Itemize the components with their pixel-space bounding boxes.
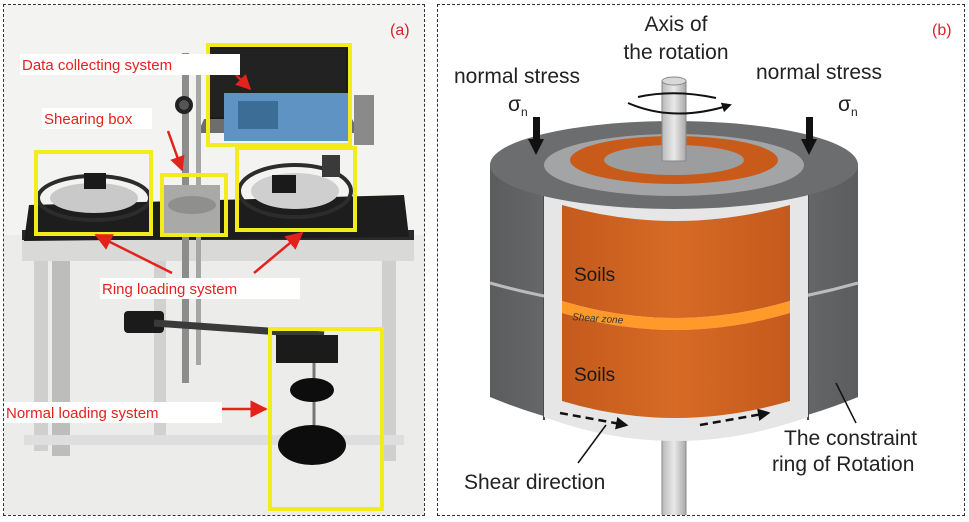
data-collecting-arrow bbox=[235, 74, 252, 91]
rotation-arrow bbox=[627, 102, 732, 115]
data-collecting-highlight-box bbox=[206, 43, 352, 147]
ring-shear-schematic: Axis of the rotation normal stress σn no… bbox=[454, 13, 952, 515]
panel-a-apparatus-photo: Data collecting system Shearing box Ring… bbox=[3, 4, 425, 516]
normal-stress-arrow-right bbox=[801, 117, 817, 155]
label-normal-loading: Normal loading system bbox=[6, 405, 159, 422]
normal-loading-highlight-box bbox=[268, 327, 384, 511]
sigma-right: σn bbox=[838, 93, 858, 119]
left-ring-highlight-box bbox=[34, 150, 153, 236]
label-shearing-box: Shearing box bbox=[44, 111, 133, 128]
panel-b-ring-shear-schematic: Axis of the rotation normal stress σn no… bbox=[437, 4, 965, 516]
constraint-ring-label-line2: ring of Rotation bbox=[772, 453, 914, 476]
constraint-ring-label-line1: The constraint bbox=[784, 427, 917, 450]
panel-b-tag: (b) bbox=[932, 22, 952, 39]
table-leg-right bbox=[382, 261, 396, 461]
ring-left-arrow bbox=[94, 233, 173, 275]
shear-zone-band bbox=[562, 301, 790, 330]
axis-label-line2: the rotation bbox=[623, 41, 728, 64]
shear-direction-leader bbox=[577, 424, 607, 464]
soil-upper bbox=[562, 205, 790, 318]
lever-arm bbox=[153, 319, 325, 339]
apparatus-illustration: Data collecting system Shearing box Ring… bbox=[4, 5, 424, 515]
weight-large bbox=[278, 425, 346, 465]
table-top bbox=[22, 237, 414, 261]
shearing-box-arrow bbox=[166, 130, 185, 172]
sigma-left: σn bbox=[508, 93, 528, 119]
shearing-box-highlight-box bbox=[160, 173, 228, 237]
label-data-collecting: Data collecting system bbox=[22, 57, 172, 74]
constraint-ring-leader bbox=[835, 382, 857, 424]
shear-direction-label: Shear direction bbox=[464, 471, 605, 494]
soils-lower-label: Soils bbox=[574, 365, 615, 386]
normal-stress-arrow-left bbox=[528, 117, 544, 155]
soil-lower bbox=[562, 313, 790, 418]
counterweight bbox=[124, 311, 164, 333]
normal-stress-left-label: normal stress bbox=[454, 65, 580, 88]
axis-label-line1: Axis of bbox=[644, 13, 707, 36]
weight-small bbox=[290, 378, 334, 402]
shear-zone-label: Shear zone bbox=[572, 312, 624, 327]
right-ring-highlight-box bbox=[235, 146, 357, 232]
soils-upper-label: Soils bbox=[574, 265, 615, 286]
ring-right-arrow bbox=[253, 231, 304, 274]
shear-direction-arrow-right bbox=[699, 408, 771, 427]
bottom-shaft bbox=[661, 434, 687, 515]
panel-a-tag: (a) bbox=[390, 22, 410, 39]
label-ring-loading: Ring loading system bbox=[102, 281, 237, 298]
shear-direction-arrow-left bbox=[559, 411, 629, 430]
normal-stress-right-label: normal stress bbox=[756, 61, 882, 84]
